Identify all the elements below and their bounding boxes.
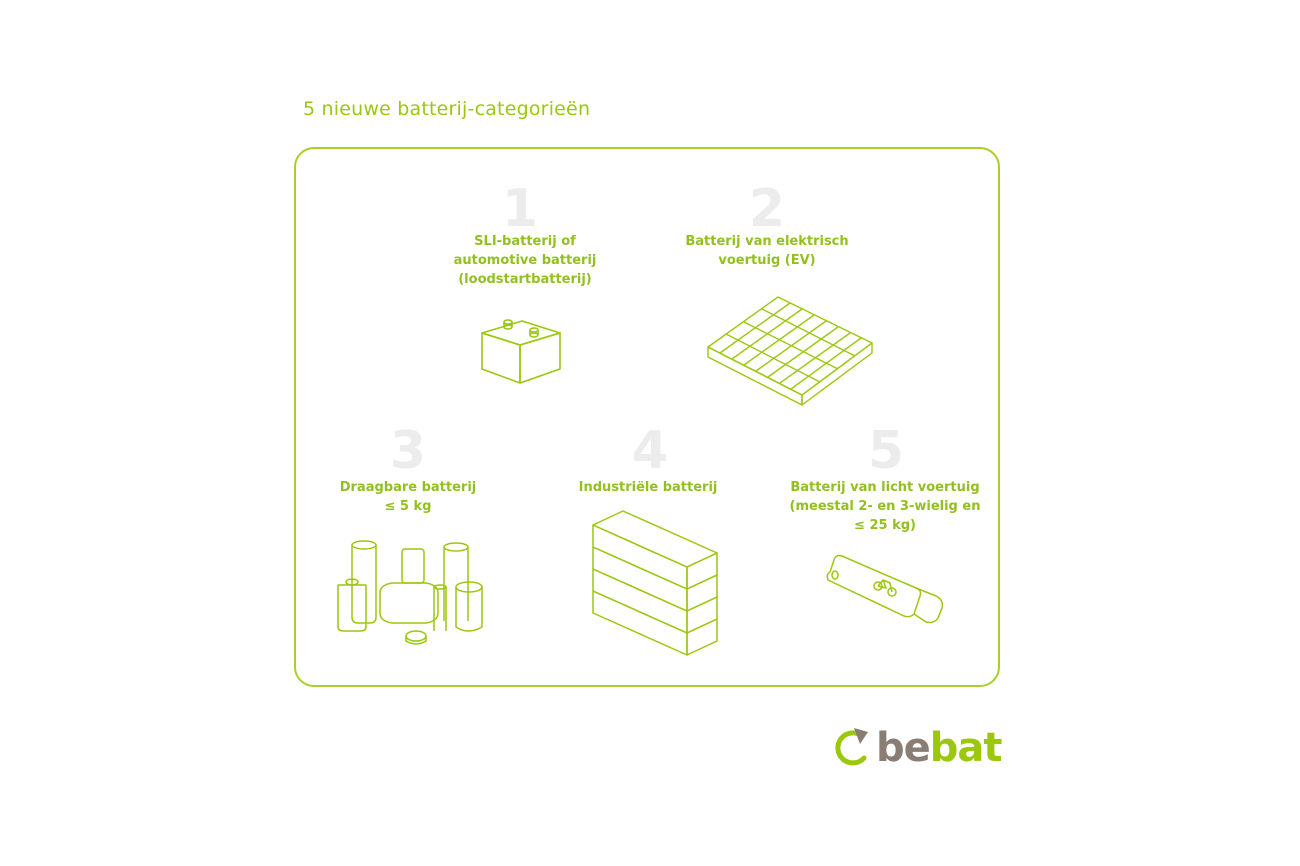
category-1-number: 1 — [501, 179, 539, 239]
industrial-battery-stack-icon — [585, 505, 725, 665]
ev-battery-pack-icon — [700, 285, 880, 410]
page-title: 5 nieuwe batterij-categorieën — [303, 98, 591, 120]
car-battery-icon — [470, 305, 570, 390]
category-4-label: Industriële batterij — [578, 480, 718, 495]
category-3-label: Draagbare batterij ≤ 5 kg — [339, 480, 477, 514]
recycle-arrow-icon — [835, 728, 868, 766]
logo-text-be: be — [876, 725, 931, 771]
category-1-label: SLI-batterij of automotive batterij (loo… — [453, 234, 597, 287]
category-5-label: Batterij van licht voertuig (meestal 2- … — [789, 480, 981, 533]
portable-batteries-icon — [330, 535, 495, 650]
logo-text-bat: bat — [929, 725, 1003, 771]
light-vehicle-battery-icon — [820, 550, 950, 635]
category-2-label: Batterij van elektrisch voertuig (EV) — [685, 234, 849, 268]
bebat-logo: be bat — [830, 725, 1003, 771]
category-5-number: 5 — [867, 421, 905, 481]
category-4-number: 4 — [631, 421, 669, 481]
categories-frame — [294, 147, 1000, 687]
category-2-number: 2 — [748, 179, 786, 239]
category-3-number: 3 — [389, 421, 427, 481]
